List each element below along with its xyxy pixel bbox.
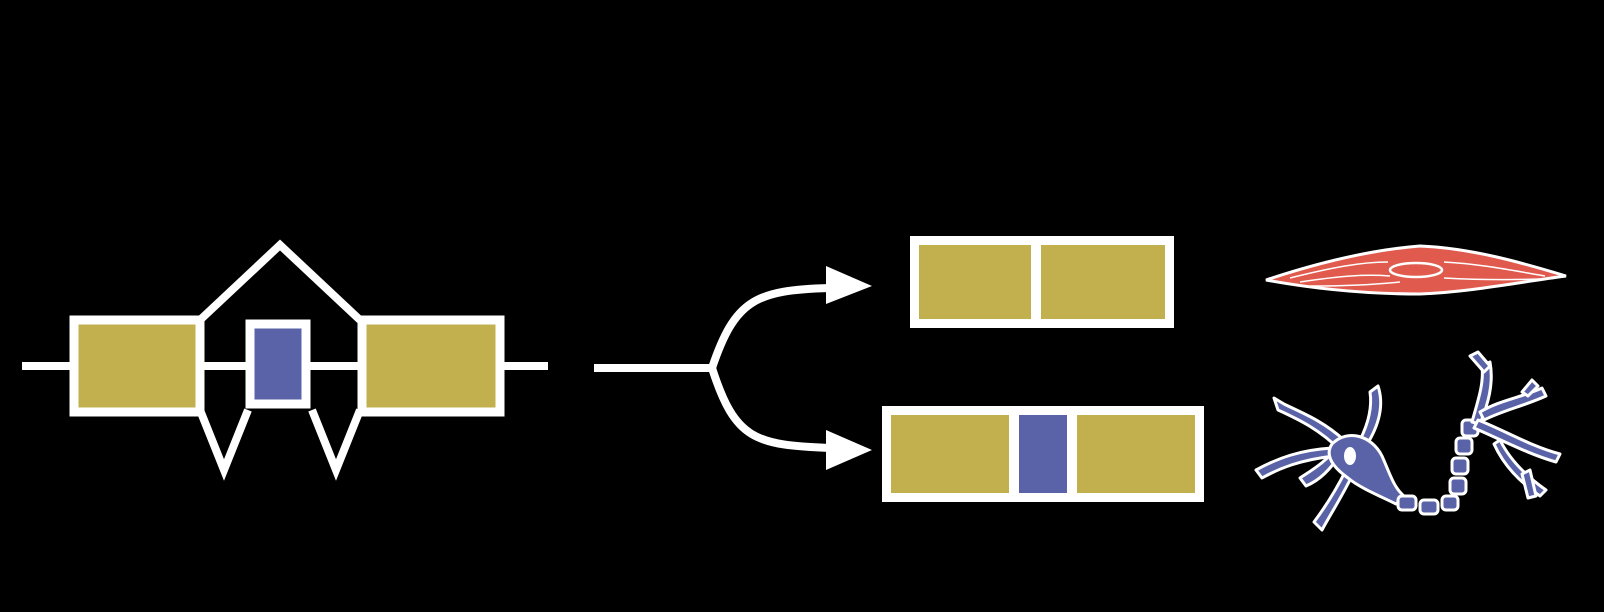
skipped-isoform-exon-1 — [919, 245, 1031, 319]
included-isoform-exon-1 — [891, 415, 1009, 493]
inclusion-junction-left — [196, 408, 252, 481]
skipped-isoform-exon-2 — [1041, 245, 1165, 319]
skipping-junction — [197, 239, 363, 323]
exon-2 — [357, 315, 505, 417]
exon-1 — [69, 315, 205, 417]
arrowhead-bottom — [826, 430, 872, 470]
pre-mrna-structure — [22, 239, 548, 481]
splicing-branch-arrow — [594, 284, 831, 452]
included-isoform-exon-2 — [1077, 415, 1195, 493]
neuron-icon — [1254, 350, 1562, 532]
inclusion-junction-right — [308, 408, 364, 481]
muscle-cell-icon — [1265, 244, 1567, 296]
alternative-exon — [245, 319, 311, 409]
included-isoform-alt-exon — [1019, 415, 1067, 493]
arrowhead-top — [826, 266, 872, 304]
